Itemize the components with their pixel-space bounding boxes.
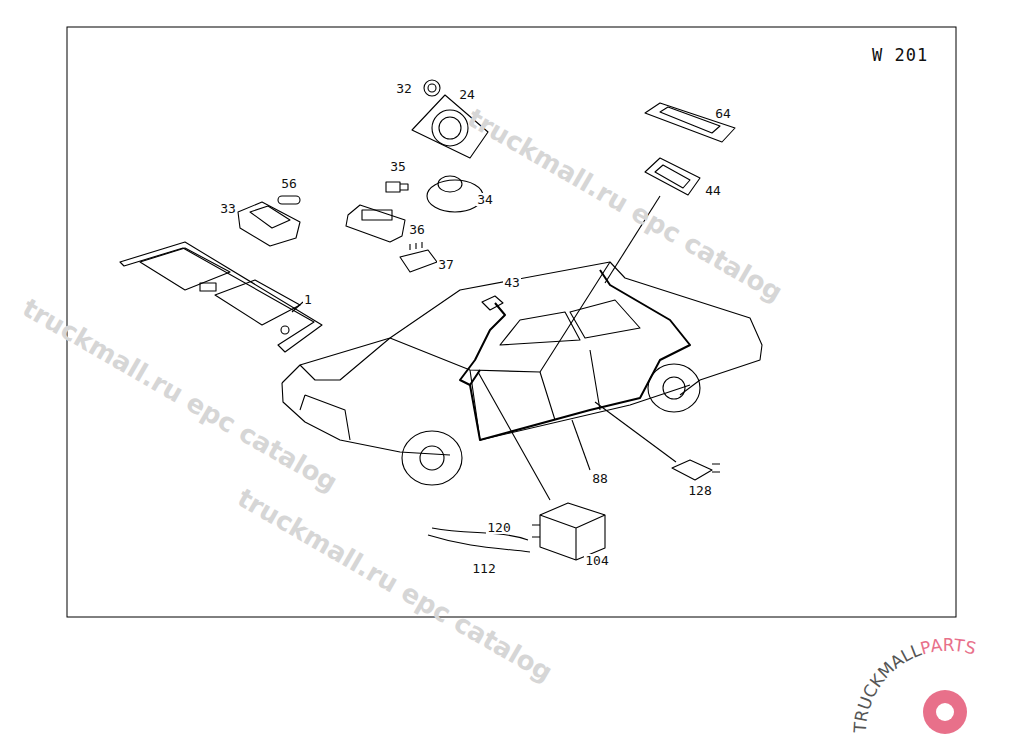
- watermark: truckmall.ru epc catalog: [232, 482, 557, 687]
- callout-number: 64: [714, 107, 732, 120]
- callout-number: 44: [704, 184, 722, 197]
- callout-number: 128: [687, 484, 712, 497]
- callout-number: 120: [486, 521, 511, 534]
- callout-number: 34: [476, 193, 494, 206]
- callout-number: 43: [503, 276, 521, 289]
- callout-number: 56: [280, 177, 298, 190]
- logo-text: TRUCKMALLPARTS: [850, 635, 978, 735]
- logo-word: PARTS: [918, 635, 978, 659]
- callout-number: 33: [219, 202, 237, 215]
- callout-number: 112: [471, 562, 496, 575]
- callout-number: 104: [584, 554, 609, 567]
- logo-word: TRUCKMALL: [850, 640, 925, 735]
- callout-number: 37: [437, 258, 455, 271]
- callout-number: 32: [395, 82, 413, 95]
- callout-number: 35: [389, 160, 407, 173]
- callout-number: 88: [591, 472, 609, 485]
- model-title: W 201: [872, 45, 928, 65]
- watermark: truckmall.ru epc catalog: [17, 292, 342, 497]
- callout-number: 36: [408, 223, 426, 236]
- callout-number: 24: [458, 88, 476, 101]
- callout-number: 1: [303, 293, 313, 306]
